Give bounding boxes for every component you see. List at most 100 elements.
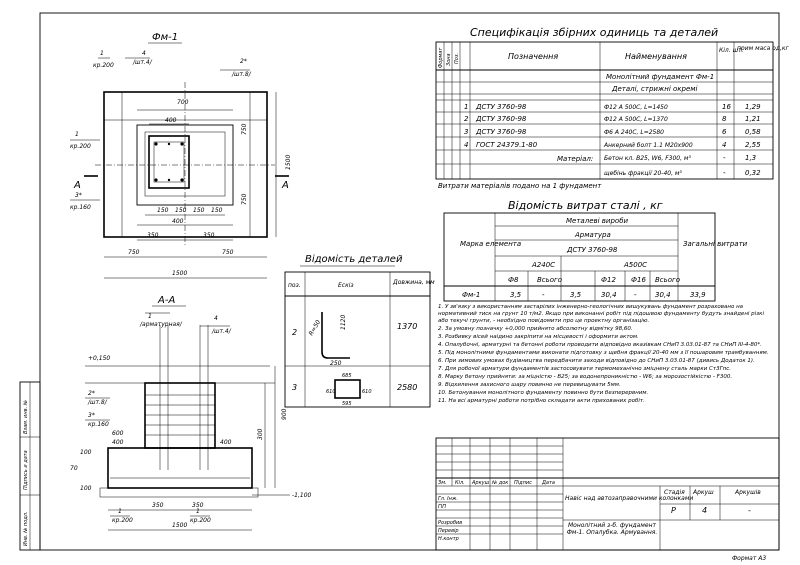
svg-text:Ф16: Ф16: [631, 276, 646, 284]
spec-cell-name: Ф6 А 240С, L=2580: [604, 129, 664, 136]
svg-text:Ескіз: Ескіз: [338, 282, 354, 289]
spec-cell-mass: 2,55: [745, 141, 761, 149]
details-table: Відомість деталей поз. Ескіз Довжина, мм…: [284, 253, 435, 408]
svg-text:1500: 1500: [172, 270, 187, 277]
format-label: Формат А3: [732, 555, 766, 562]
svg-text:Аркушів: Аркушів: [734, 489, 761, 496]
svg-text:Марка елемента: Марка елемента: [460, 240, 521, 248]
svg-text:700: 700: [177, 99, 189, 106]
svg-text:Всього: Всього: [655, 276, 680, 284]
note-item: 11. На всі арматурні роботи потрібно скл…: [438, 398, 645, 404]
svg-text:400: 400: [172, 218, 184, 225]
svg-text:кр.200: кр.200: [70, 143, 91, 150]
svg-text:№ док: № док: [491, 480, 508, 486]
svg-text:Зм.: Зм.: [438, 480, 447, 486]
svg-text:Монолітний фундамент Фм-1: Монолітний фундамент Фм-1: [606, 73, 714, 81]
spec-cell-qty: 4: [722, 141, 726, 149]
svg-text:2*: 2*: [240, 58, 247, 65]
svg-text:Дата: Дата: [541, 480, 555, 486]
note-item: 3. Розбивку вісей наідино закріпити на м…: [438, 334, 639, 340]
svg-text:3,5: 3,5: [570, 291, 582, 299]
svg-text:кр.200: кр.200: [190, 517, 211, 524]
svg-text:150: 150: [175, 207, 187, 214]
spec-cell-designation: ГОСТ 24379.1-80: [476, 141, 538, 149]
sheet-frame: [39, 12, 780, 551]
svg-text:400: 400: [220, 439, 232, 446]
svg-text:685: 685: [342, 373, 352, 379]
svg-text:/шт.4/: /шт.4/: [211, 328, 232, 335]
svg-text:ГІП: ГІП: [438, 504, 446, 510]
section-slab: [107, 447, 253, 489]
note-item: 8. Марку бетону прийняти: за міцністю - …: [438, 374, 733, 380]
svg-text:3*: 3*: [88, 412, 95, 419]
svg-text:4: 4: [214, 315, 218, 322]
note-item: 5. Під монолітними фундаментами виконати…: [438, 350, 769, 356]
svg-text:70: 70: [70, 465, 78, 472]
svg-text:Арматура: Арматура: [574, 231, 611, 239]
svg-text:3,5: 3,5: [510, 291, 522, 299]
svg-text:350: 350: [192, 502, 204, 509]
plan-title: Фм-1: [152, 32, 178, 43]
spec-cell-pos: 2: [464, 115, 469, 123]
plan-column: [148, 135, 190, 189]
svg-text:1,3: 1,3: [745, 154, 756, 162]
svg-text:1120: 1120: [340, 315, 347, 330]
svg-text:/шт.8/: /шт.8/: [87, 399, 108, 406]
section-column: [144, 382, 216, 449]
svg-text:-1,100: -1,100: [292, 492, 312, 499]
svg-text:-: -: [723, 154, 726, 162]
plan-slab-outline: [103, 91, 268, 238]
svg-text:Розробив: Розробив: [438, 520, 462, 526]
svg-text:/шт.8/: /шт.8/: [231, 71, 252, 78]
svg-text:750: 750: [241, 193, 248, 205]
svg-text:Позначення: Позначення: [508, 52, 558, 61]
svg-text:Зона: Зона: [446, 53, 452, 66]
svg-text:30,4: 30,4: [655, 291, 671, 299]
spec-cell-name: Анкерний болт 1.1 М20х900: [603, 142, 693, 149]
spec-title: Специфікація збірних одиниць та деталей: [470, 26, 718, 39]
general-notes: 1. У зв'язку з використанням застарілих …: [438, 304, 773, 406]
svg-text:300: 300: [257, 428, 264, 440]
svg-text:Гл. Інж.: Гл. Інж.: [438, 496, 458, 502]
bar-2-sketch: [321, 312, 350, 359]
svg-text:750: 750: [241, 123, 248, 135]
spec-cell-mass: 0,58: [745, 128, 761, 136]
details-title: Відомість деталей: [305, 253, 403, 265]
spec-cell-name: Ф12 А 500С, L=1450: [604, 104, 668, 111]
svg-text:R=50: R=50: [308, 319, 323, 337]
section-title: А-А: [157, 295, 175, 306]
svg-text:100: 100: [80, 485, 92, 492]
svg-text:Кіл.: Кіл.: [455, 480, 465, 486]
svg-text:1: 1: [118, 508, 122, 515]
svg-text:поз.: поз.: [288, 282, 301, 289]
svg-text:Аркуш: Аркуш: [692, 489, 714, 496]
spec-cell-pos: 1: [464, 103, 468, 111]
project-name: Навіс над автозаправочними колонками: [565, 495, 693, 502]
side-label-inventory: Инв. № подл.: [23, 512, 29, 547]
spec-cell-qty: 6: [722, 128, 727, 136]
svg-text:400: 400: [165, 117, 177, 124]
plan-view: Фм-1 А А 4 /шт.4/ 2* /шт.8/ 1 кр.200: [70, 32, 292, 279]
svg-text:-: -: [542, 291, 545, 299]
bar-3-sketch: [334, 379, 361, 399]
svg-text:750: 750: [128, 249, 140, 256]
svg-text:900: 900: [281, 408, 288, 420]
svg-text:+0,150: +0,150: [88, 355, 110, 362]
svg-text:Довжина, мм: Довжина, мм: [392, 279, 435, 286]
spec-cell-designation: ДСТУ 3760-98: [475, 103, 527, 111]
section-mark-right: А: [281, 180, 289, 191]
svg-text:600: 600: [112, 430, 124, 437]
note-item: 10. Бетонування монолітного фундаменту п…: [438, 390, 649, 396]
side-label-replace: Взам. инв. №: [23, 400, 29, 434]
svg-text:610: 610: [326, 389, 336, 395]
note-item: 2. За умовну позначку +0,000 прийнято аб…: [438, 326, 633, 332]
svg-text:400: 400: [112, 439, 124, 446]
svg-text:Деталі, стрижні окремі: Деталі, стрижні окремі: [611, 85, 698, 93]
svg-text:Аркуш: Аркуш: [471, 480, 490, 486]
section-view: А-А 1 /арматурная/ 4 /шт.4/ +0,150 2* /ш…: [70, 295, 312, 531]
svg-text:1500: 1500: [172, 522, 187, 529]
svg-text:2*: 2*: [88, 390, 95, 397]
spec-table: Специфікація збірних одиниць та деталей …: [435, 26, 790, 180]
svg-text:кр.160: кр.160: [88, 421, 109, 428]
svg-text:33,9: 33,9: [690, 291, 706, 299]
